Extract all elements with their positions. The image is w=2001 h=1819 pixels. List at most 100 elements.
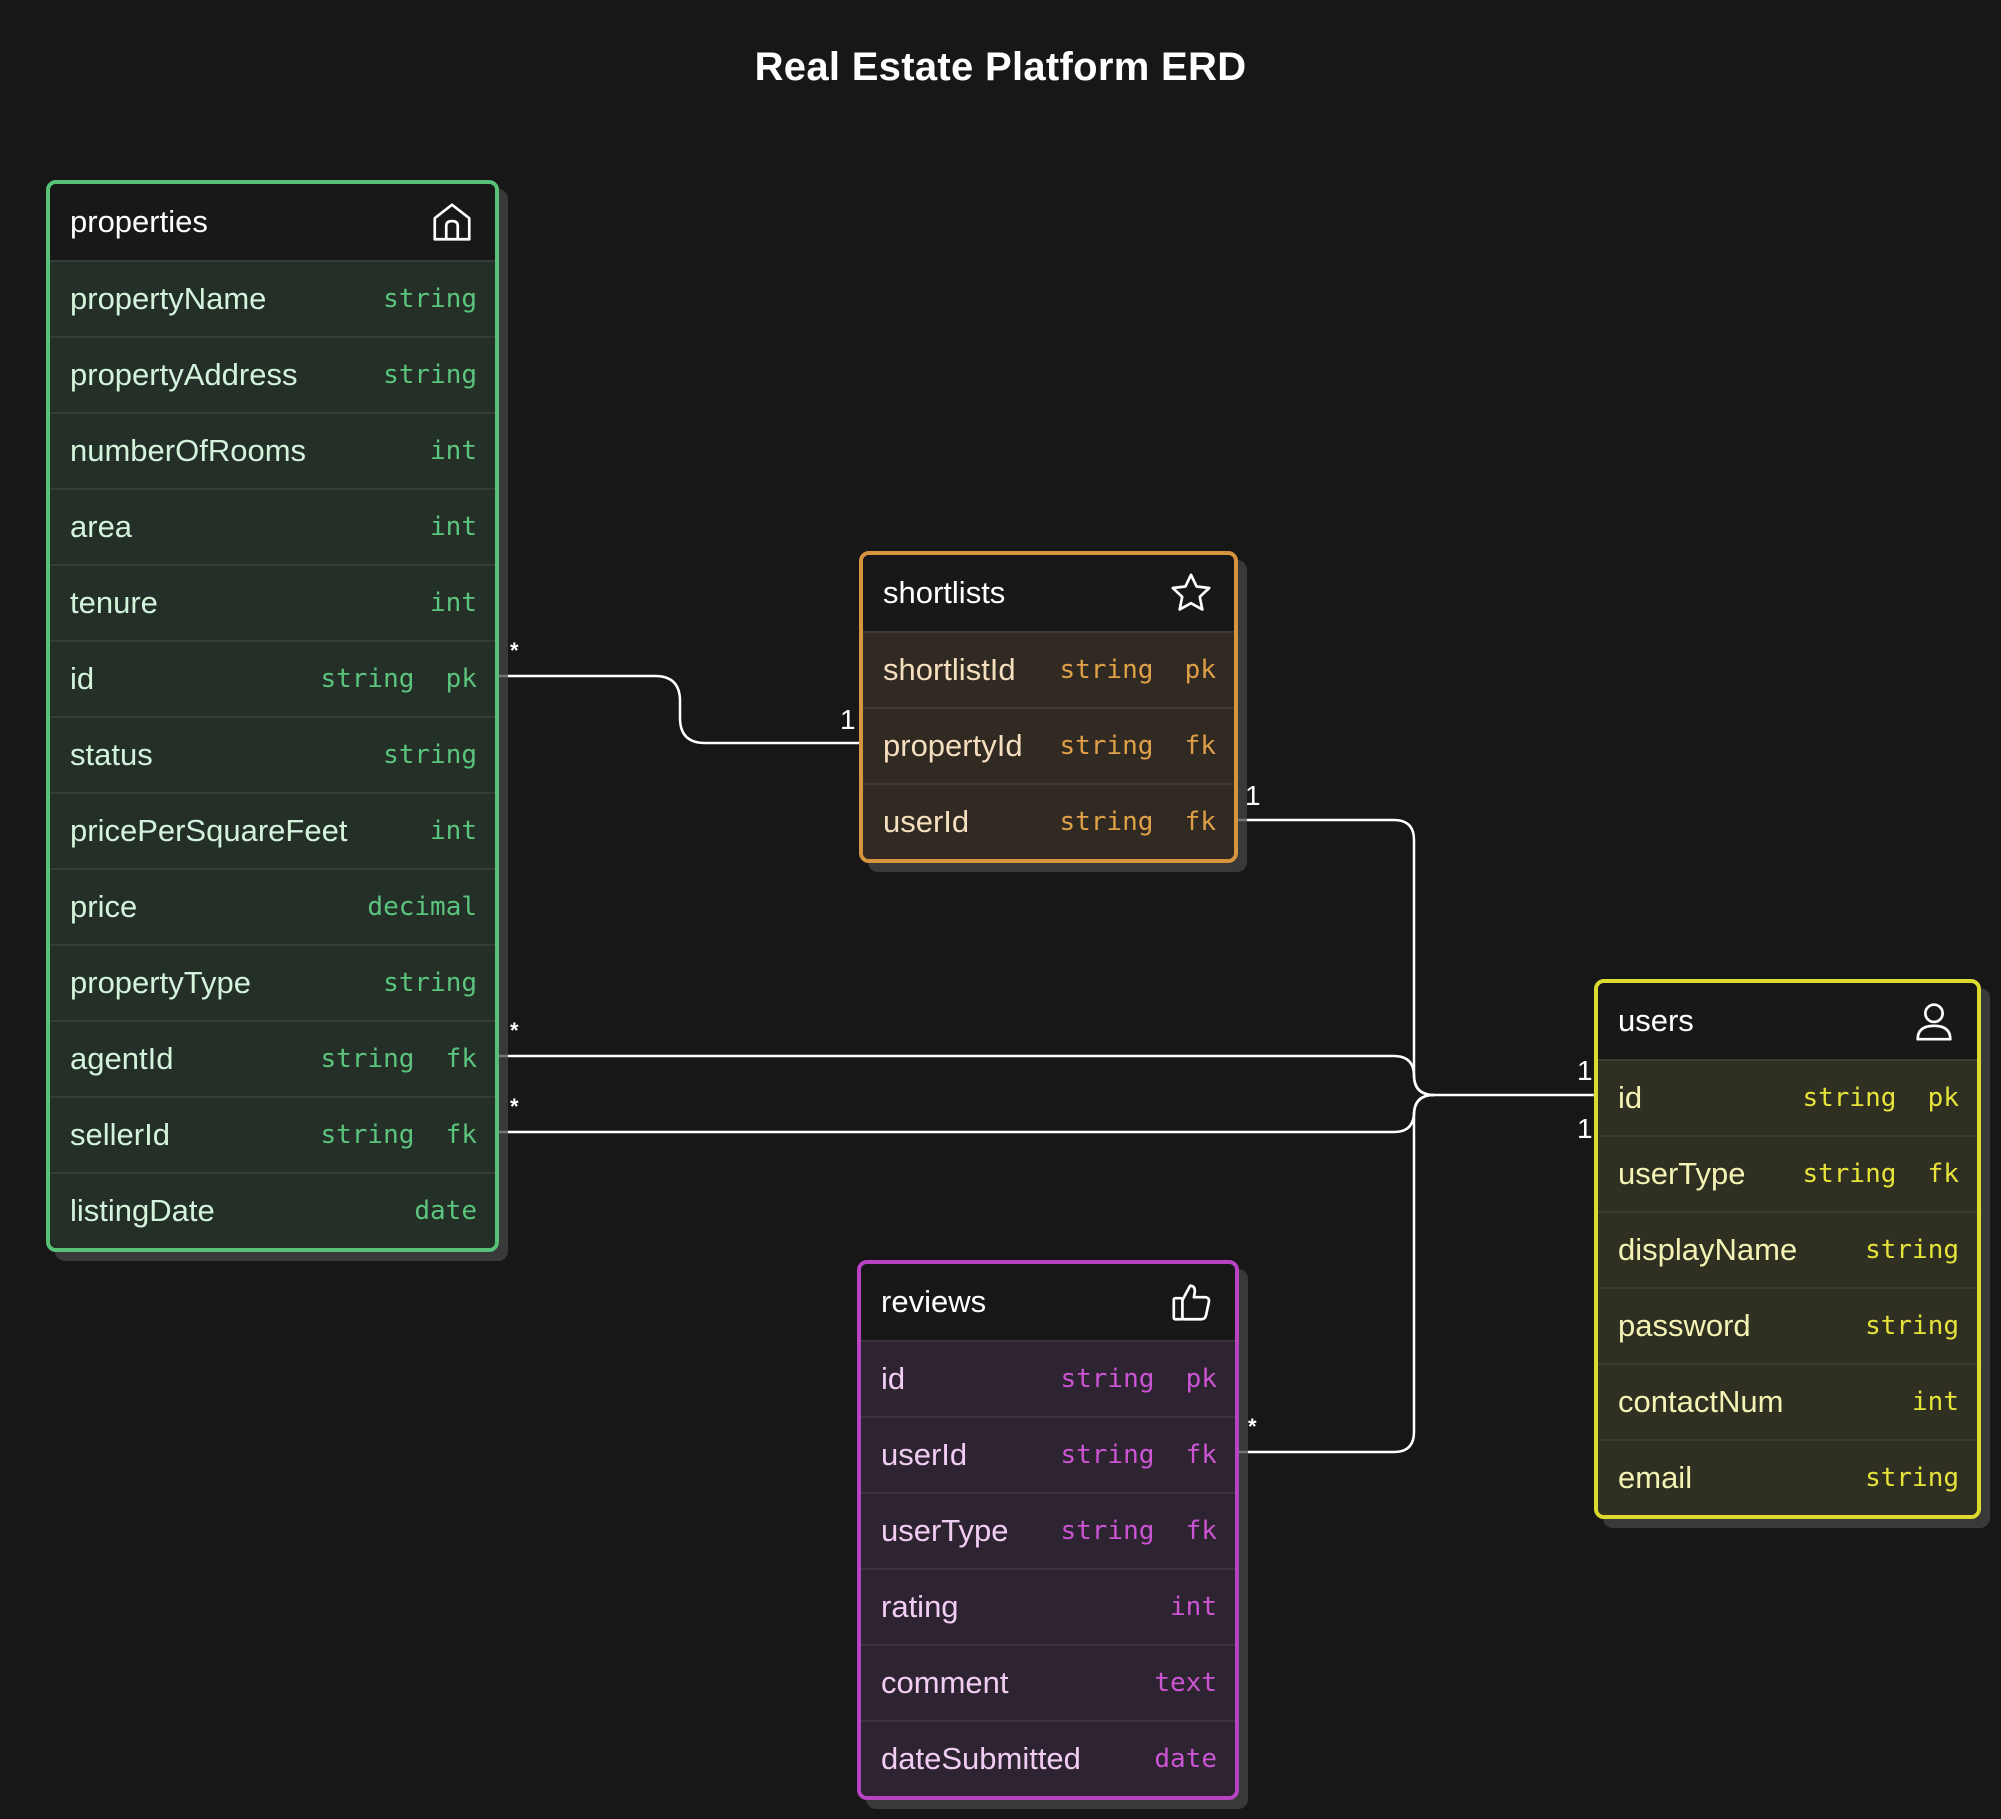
field-name: tenure [70,585,158,620]
field-name: rating [881,1589,959,1624]
field-row[interactable]: password string [1598,1287,1977,1363]
field-type: string [1865,1311,1959,1341]
field-name: numberOfRooms [70,433,307,468]
field-row[interactable]: userType string fk [1598,1135,1977,1211]
entity-header: users [1598,983,1977,1059]
field-name: dateSubmitted [881,1741,1081,1776]
field-type: string pk [1059,655,1216,685]
field-type: date [414,1196,477,1226]
field-row[interactable]: userId string fk [863,783,1234,859]
field-type: string [383,968,477,998]
field-name: userType [1618,1156,1746,1191]
field-type: string fk [320,1120,477,1150]
field-name: propertyId [883,728,1023,763]
field-type: int [430,588,477,618]
entity-name: properties [70,204,208,239]
cardinality-label: * [510,638,519,663]
field-row[interactable]: rating int [861,1568,1235,1644]
field-type: string pk [320,664,477,694]
cardinality-label: * [510,1018,519,1043]
field-name: listingDate [70,1193,215,1228]
field-name: displayName [1618,1232,1798,1267]
entity-name: users [1618,1003,1694,1038]
field-type: text [1154,1668,1217,1698]
cardinality-label: 1 [1245,780,1261,811]
link-properties-id-shortlists-propertyId [490,674,870,745]
field-name: area [70,509,133,544]
field-type: string [1865,1235,1959,1265]
cardinality-label: 1 [1577,1113,1593,1144]
field-name: id [881,1361,906,1396]
entity-header: reviews [861,1264,1235,1340]
field-type: string pk [1802,1083,1959,1113]
entity-shortlists[interactable]: shortlists shortlistId string pk property… [859,551,1238,863]
link-properties-agentId-users-id [490,1054,1435,1097]
field-row[interactable]: displayName string [1598,1211,1977,1287]
field-type: string fk [1059,807,1216,837]
field-name: password [1618,1308,1751,1343]
field-name: propertyAddress [70,357,298,392]
field-type: string [1865,1463,1959,1493]
field-row[interactable]: email string [1598,1439,1977,1515]
field-type: int [430,512,477,542]
cardinality-label: 1 [840,704,856,735]
field-type: string [383,740,477,770]
field-name: status [70,737,153,772]
field-name: propertyType [70,965,251,1000]
field-row[interactable]: propertyType string [50,944,495,1020]
field-name: shortlistId [883,652,1016,687]
field-type: string fk [320,1044,477,1074]
field-row[interactable]: id string pk [50,640,495,716]
field-name: id [70,661,95,696]
field-type: string fk [1802,1159,1959,1189]
cardinality-label: 1 [1577,1055,1593,1086]
field-name: userType [881,1513,1009,1548]
field-name: agentId [70,1041,174,1076]
diagram-title: Real Estate Platform ERD [754,45,1247,89]
field-name: pricePerSquareFeet [70,813,348,848]
field-row[interactable]: tenure int [50,564,495,640]
field-name: sellerId [70,1117,170,1152]
cardinality-label: * [510,1094,519,1119]
field-name: userId [883,804,970,839]
field-row[interactable]: comment text [861,1644,1235,1720]
link-properties-sellerId-users-id [490,1093,1435,1134]
field-type: int [1912,1387,1959,1417]
field-row[interactable]: agentId string fk [50,1020,495,1096]
link-shortlists-userId-users-id [1225,818,1598,1097]
entity-name: reviews [881,1284,987,1319]
field-row[interactable]: shortlistId string pk [863,631,1234,707]
field-row[interactable]: listingDate date [50,1172,495,1248]
field-type: string pk [1060,1364,1217,1394]
field-type: string fk [1060,1440,1217,1470]
field-row[interactable]: sellerId string fk [50,1096,495,1172]
entity-header: properties [50,184,495,260]
entity-header: shortlists [863,555,1234,631]
field-row[interactable]: id string pk [861,1340,1235,1416]
home-icon [429,199,475,245]
field-type: int [1170,1592,1217,1622]
field-name: comment [881,1665,1009,1700]
field-name: email [1618,1460,1693,1495]
user-icon [1911,998,1957,1044]
field-row[interactable]: area int [50,488,495,564]
cardinality-label: * [1248,1414,1257,1439]
field-type: decimal [367,892,477,922]
star-icon [1168,570,1214,616]
field-row[interactable]: status string [50,716,495,792]
field-type: string [383,284,477,314]
